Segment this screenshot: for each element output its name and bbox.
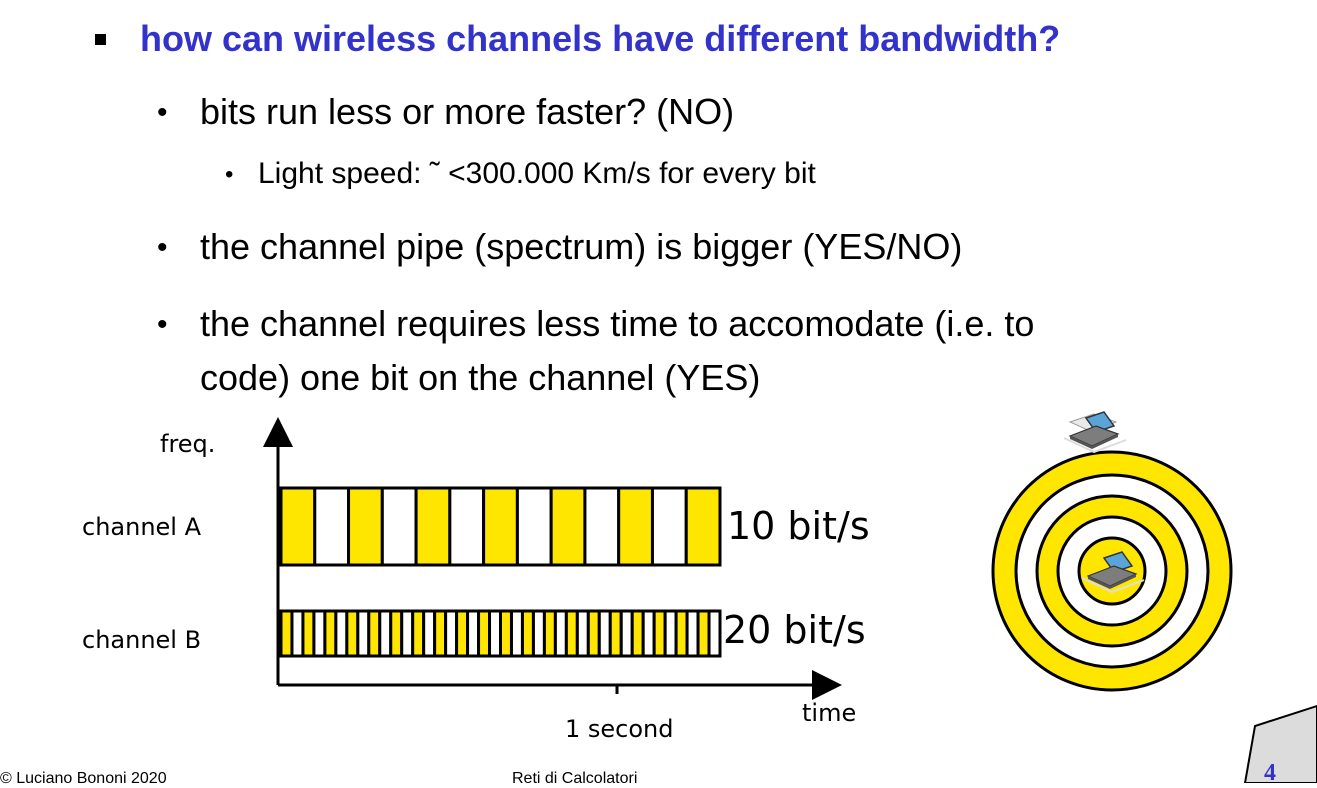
- bit-cell: [542, 609, 557, 658]
- bullet-text: code) one bit on the channel (YES): [200, 357, 761, 398]
- tick-label: 1 second: [565, 715, 674, 743]
- laptop-icon: [1063, 411, 1127, 454]
- bit-cell: [279, 609, 294, 658]
- bit-cell: [488, 609, 502, 658]
- bit-cell: [531, 609, 546, 658]
- page-corner-icon: [1243, 704, 1317, 783]
- bit-cell: [380, 486, 418, 567]
- bit-cell: [367, 609, 382, 658]
- bit-cell: [650, 486, 688, 567]
- bit-cell: [674, 609, 689, 658]
- bullet-dot-icon: •: [157, 231, 168, 264]
- y-axis-label: freq.: [160, 430, 216, 458]
- bit-cell: [482, 486, 519, 567]
- bit-cell: [707, 609, 722, 658]
- bit-cell: [520, 609, 535, 658]
- bit-cell: [444, 609, 459, 658]
- bit-cell: [411, 609, 426, 658]
- channel-a-bar: [279, 486, 722, 567]
- bit-cell: [466, 609, 481, 658]
- bit-cell: [323, 609, 338, 658]
- page-number: 4: [1264, 760, 1276, 786]
- bit-cell: [334, 609, 349, 658]
- bit-cell: [685, 609, 700, 658]
- bit-cell: [684, 486, 722, 567]
- bit-cell: [549, 486, 587, 567]
- channel-b-rate: 20 bit/s: [723, 608, 866, 652]
- bit-cell: [553, 609, 568, 658]
- bit-cell: [564, 609, 579, 658]
- bit-cell: [641, 609, 656, 658]
- bit-cell: [477, 609, 492, 658]
- bit-cell: [617, 486, 654, 567]
- bullet-text: the channel pipe (spectrum) is bigger (Y…: [200, 226, 963, 267]
- bit-cell: [347, 486, 384, 567]
- bullet-text: Light speed: ˜ <300.000 Km/s for every b…: [258, 157, 816, 190]
- bit-cell: [509, 609, 524, 658]
- bit-cell: [448, 486, 486, 567]
- bit-cell: [652, 609, 667, 658]
- bit-cell: [608, 609, 623, 658]
- bit-cell: [279, 486, 317, 567]
- channel-a-rate: 10 bit/s: [727, 504, 870, 548]
- bit-cell: [389, 609, 404, 658]
- footer-title: Reti di Calcolatori: [512, 770, 638, 787]
- bit-cell: [301, 609, 316, 658]
- channel-b-bar: [279, 609, 722, 658]
- bullet-dot-icon: •: [157, 96, 168, 129]
- bit-cell: [356, 609, 371, 658]
- bit-cell: [312, 609, 327, 658]
- bit-cell: [455, 609, 470, 658]
- bit-cell: [313, 486, 351, 567]
- bit-cell: [630, 609, 645, 658]
- bit-cell: [597, 609, 612, 658]
- laptop-icon: [1081, 551, 1145, 594]
- footer-copyright: © Luciano Bononi 2020: [0, 770, 167, 787]
- channel-a-label: channel A: [82, 513, 202, 541]
- bullet-dot-icon: •: [157, 308, 168, 341]
- bit-cell: [583, 486, 621, 567]
- x-axis-label: time: [802, 699, 857, 727]
- bit-cell: [433, 609, 448, 658]
- bit-cell: [290, 609, 305, 658]
- slide-heading: how can wireless channels have different…: [140, 18, 1061, 59]
- bullet-text: the channel requires less time to accomo…: [200, 303, 1035, 344]
- bit-cell: [499, 609, 513, 658]
- bit-cell: [400, 609, 415, 658]
- bit-cell: [422, 609, 437, 658]
- bullet-square-icon: [95, 34, 106, 45]
- bit-cell: [663, 609, 678, 658]
- bit-cell: [515, 486, 553, 567]
- bit-cell: [575, 609, 590, 658]
- bit-cell: [414, 486, 452, 567]
- bit-cell: [696, 609, 711, 658]
- channel-b-label: channel B: [82, 626, 202, 654]
- bullet-text: bits run less or more faster? (NO): [200, 91, 735, 132]
- bullet-dot-icon: •: [225, 161, 234, 188]
- bit-cell: [586, 609, 601, 658]
- bit-cell: [619, 609, 634, 658]
- bit-cell: [345, 609, 360, 658]
- bit-cell: [378, 609, 393, 658]
